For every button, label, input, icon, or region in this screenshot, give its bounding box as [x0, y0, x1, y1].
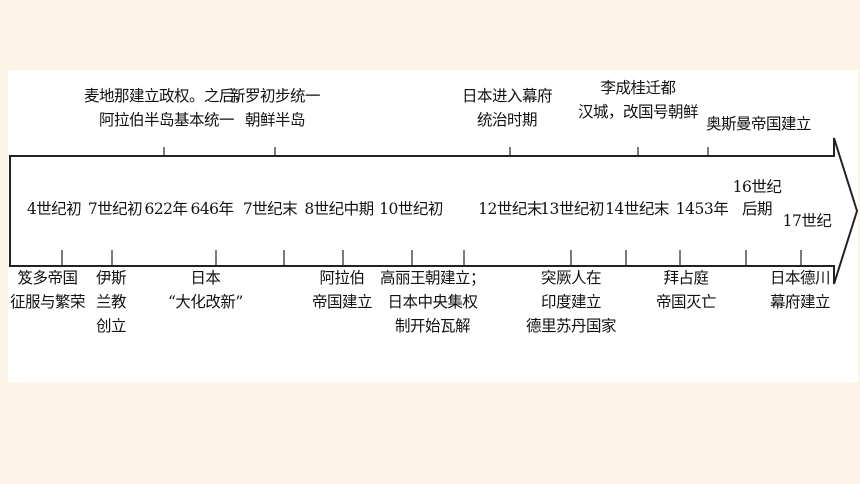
event-below: 笈多帝国 征服与繁荣 — [10, 269, 86, 311]
event-above: 新罗初步统一 朝鲜半岛 — [230, 87, 321, 129]
date-label: 17世纪 — [782, 212, 832, 230]
event-below: 伊斯 兰教 创立 — [96, 269, 127, 335]
timeline-arrow — [9, 137, 858, 285]
date-label: 7世纪末 — [242, 200, 298, 218]
date-label: 1453年 — [675, 200, 729, 218]
timeline-panel: 4世纪初 7世纪初 622年 646年 7世纪末 8世纪中期 10世纪初 12世… — [8, 70, 858, 382]
event-above: 李成桂迁都 汉城，改国号朝鲜 — [578, 79, 699, 121]
event-below: 日本 “大化改新” — [168, 269, 243, 311]
date-label: 12世纪末 — [478, 200, 542, 218]
date-label: 7世纪初 — [87, 200, 143, 218]
date-label: 10世纪初 — [379, 200, 443, 218]
event-above: 奥斯曼帝国建立 — [706, 115, 812, 133]
event-below: 日本德川 幕府建立 — [770, 269, 831, 311]
timeline-arrow-outline — [9, 137, 858, 285]
event-below: 突厥人在 印度建立 德里苏丹国家 — [526, 269, 617, 335]
event-below: 高丽王朝建立； 日本中央集权 制开始瓦解 — [380, 269, 486, 335]
date-label: 8世纪中期 — [304, 200, 374, 218]
event-below: 阿拉伯 帝国建立 — [312, 269, 373, 311]
event-above: 麦地那建立政权。之后， 阿拉伯半岛基本统一 — [84, 87, 250, 129]
date-label: 16世纪 后期 — [732, 178, 782, 218]
date-label: 622年 — [144, 200, 188, 218]
event-above: 日本进入幕府 统治时期 — [462, 87, 553, 129]
date-label: 4世纪初 — [26, 200, 82, 218]
date-label: 13世纪初 — [540, 200, 604, 218]
event-below: 拜占庭 帝国灭亡 — [656, 269, 717, 311]
date-label: 14世纪末 — [605, 200, 669, 218]
date-label: 646年 — [190, 200, 234, 218]
